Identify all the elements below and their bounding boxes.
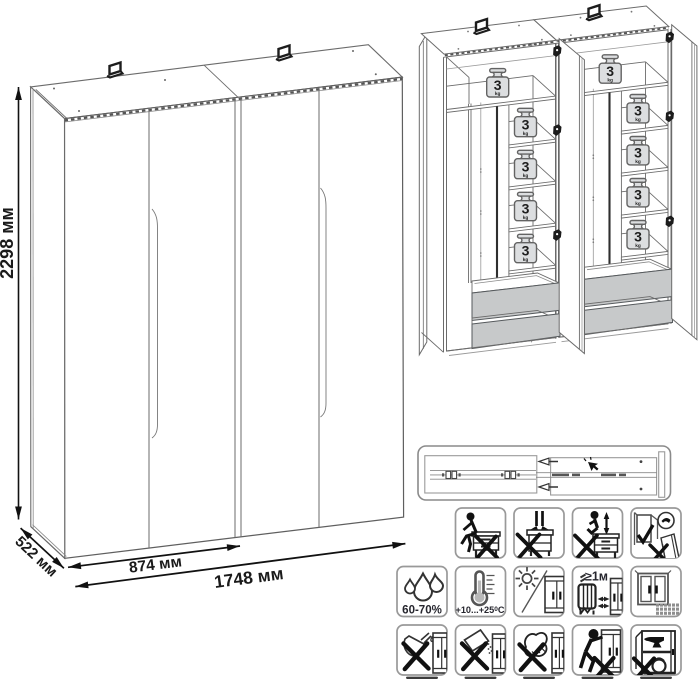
svg-text:kg: kg xyxy=(635,243,641,249)
svg-text:kg: kg xyxy=(495,91,501,97)
svg-text:≥1м: ≥1м xyxy=(585,570,608,584)
svg-text:+10...+250С: +10...+250С xyxy=(455,605,504,615)
svg-text:kg: kg xyxy=(635,201,641,207)
svg-text:3: 3 xyxy=(634,103,642,119)
svg-text:kg: kg xyxy=(607,77,613,83)
svg-text:3: 3 xyxy=(634,229,642,245)
svg-text:kg: kg xyxy=(523,257,529,263)
svg-text:2298 мм: 2298 мм xyxy=(0,207,17,279)
svg-text:3: 3 xyxy=(606,63,614,79)
svg-text:kg: kg xyxy=(635,159,641,165)
svg-text:3: 3 xyxy=(522,201,530,217)
svg-text:60-70%: 60-70% xyxy=(402,605,442,617)
svg-text:kg: kg xyxy=(635,117,641,123)
svg-text:3: 3 xyxy=(634,145,642,161)
svg-text:3: 3 xyxy=(522,159,530,175)
svg-text:kg: kg xyxy=(523,173,529,179)
svg-text:3: 3 xyxy=(522,117,530,133)
svg-text:kg: kg xyxy=(523,215,529,221)
svg-text:kg: kg xyxy=(523,131,529,137)
svg-text:3: 3 xyxy=(522,243,530,259)
svg-text:3: 3 xyxy=(494,77,502,93)
svg-text:3: 3 xyxy=(634,187,642,203)
